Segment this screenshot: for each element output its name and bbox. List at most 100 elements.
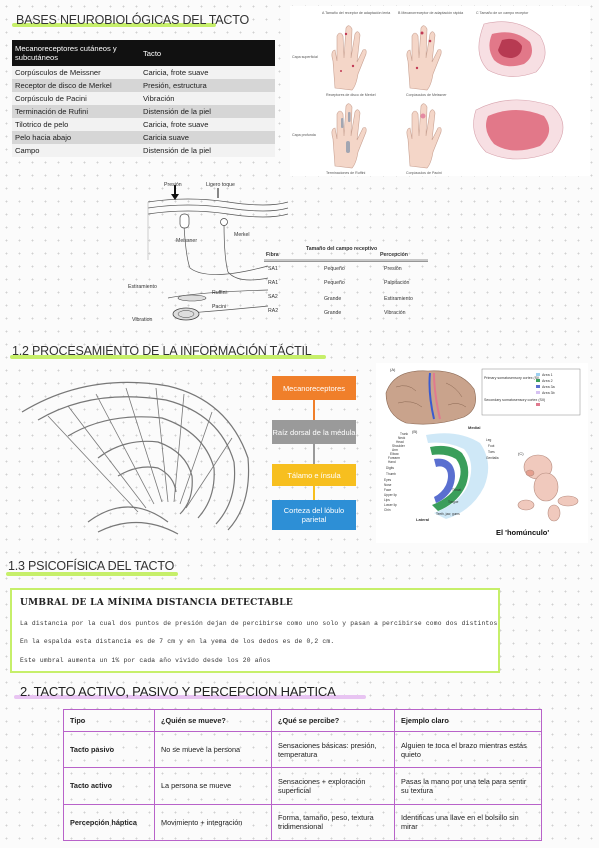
flow-step-talamo: Tálamo e ínsula <box>272 464 356 486</box>
table-cell: Distensión de la piel <box>140 105 275 118</box>
table-cell: Percepción háptica <box>63 803 155 842</box>
table-cell: Caricia suave <box>140 131 275 144</box>
body-part-label: Forearm <box>388 456 400 460</box>
body-part-label: Lower lip <box>384 503 397 507</box>
hands-receptive-fields-figure: A Tamaño del receptor de adaptación lent… <box>290 6 590 176</box>
umbral-line-2: En la espalda esta distancia es de 7 cm … <box>20 638 335 645</box>
table-cell: Tacto pasivo <box>63 730 155 769</box>
body-part-label: Leg <box>486 438 492 442</box>
body-part-label: Shoulder <box>392 444 406 448</box>
receptor-table: Mecanoreceptores cutáneos y subcutáneos … <box>12 40 275 157</box>
receptor-table-header: Mecanoreceptores cutáneos y subcutáneos <box>12 40 140 66</box>
table-cell: La persona se mueve <box>154 767 272 805</box>
table-cell: Identificas una llave en el bolsillo sin… <box>394 803 542 842</box>
table-cell: Corpúsculos de Meissner <box>12 66 140 79</box>
body-part-label: Elbow <box>390 452 399 456</box>
skin-vibration-label: Vibration <box>132 317 152 323</box>
flow-step-mecanoreceptores: Mecanoreceptores <box>272 376 356 400</box>
col-tamano: Tamaño del campo receptivo <box>306 246 377 252</box>
legend-item: Area 1 <box>542 373 553 377</box>
body-part-label: Teeth, jaw, gums <box>436 512 460 516</box>
skin-meissner-label: Meissner <box>176 238 197 244</box>
table-cell: Alguien te toca el brazo mientras estás … <box>394 730 542 769</box>
hands-caption-pacini: Corpúsculos de Pacini <box>406 171 442 175</box>
skin-pacini-label: Pacini <box>212 304 226 310</box>
skin-merkel-label: Merkel <box>234 232 250 238</box>
percepcion-cell: Presión <box>384 266 402 272</box>
body-part-label: Tongue <box>448 500 459 504</box>
table-cell: Vibración <box>140 92 275 105</box>
tamano-cell: Grande <box>324 296 341 302</box>
fibra-cell: SA1 <box>268 266 278 272</box>
body-part-label: Nose <box>384 483 392 487</box>
umbral-line-3: Este umbral aumenta un 1% por cada año v… <box>20 657 271 664</box>
skin-receptor-diagram: Presión Ligero toque Meissner Merkel Est… <box>128 180 448 330</box>
receptor-table-header: Tacto <box>140 40 275 66</box>
percepcion-cell: Palpitación <box>384 280 409 286</box>
tamano-cell: Pequeño <box>324 280 345 286</box>
body-part-label: Thumb <box>386 472 396 476</box>
somatosensory-cortex-figure: (A) (B) (C) Medial Lateral Primary somat… <box>376 363 588 543</box>
tacto-types-table: Tipo ¿Quién se mueve? ¿Qué se percibe? E… <box>63 709 542 842</box>
percepcion-cell: Estiramiento <box>384 296 413 302</box>
flow-connector <box>313 400 315 420</box>
table-header: ¿Quién se mueve? <box>154 709 272 732</box>
table-row: Percepción háptica Movimiento + integrac… <box>63 803 542 842</box>
hands-caption-merkel: Receptores de disco de Merkel <box>326 93 376 97</box>
legend-item: Area 2 <box>542 379 553 383</box>
skin-ruffini-label: Ruffini <box>212 290 227 296</box>
table-cell: Sensaciones básicas: presión, temperatur… <box>271 730 395 769</box>
section-tacto-activo-title: 2. TACTO ACTIVO, PASIVO Y PERCEPCION HAP… <box>20 684 336 699</box>
tamano-cell: Pequeño <box>324 266 345 272</box>
figure-label-b: (B) <box>412 429 418 434</box>
hand-illustration <box>406 25 442 91</box>
body-part-label: Hand <box>388 460 396 464</box>
umbral-title: UMBRAL DE LA MÍNIMA DISTANCIA DETECTABLE <box>20 598 294 608</box>
table-row: Tacto pasivo No se mueve la persona Sens… <box>63 730 542 769</box>
flow-step-raiz-dorsal: Raíz dorsal de la médula <box>272 420 356 444</box>
table-cell: Forma, tamaño, peso, textura tridimensio… <box>271 803 395 842</box>
table-cell: Terminación de Rufini <box>12 105 140 118</box>
body-part-label: Neck <box>398 436 406 440</box>
table-cell: Receptor de disco de Merkel <box>12 79 140 92</box>
tamano-cell: Grande <box>324 310 341 316</box>
figure-label-a: (A) <box>390 367 396 372</box>
body-part-label: Arm <box>392 448 398 452</box>
capa-profunda-label: Capa profunda <box>292 133 316 137</box>
flow-connector <box>313 444 315 464</box>
flow-step-corteza: Corteza del lóbulo parietal <box>272 500 356 530</box>
legend-secondary: Secondary somatosensory cortex (SII) <box>484 398 545 402</box>
section-bases-title: BASES NEUROBIOLÓGICAS DEL TACTO <box>16 13 249 27</box>
legend-item: Area 3b <box>542 391 555 395</box>
body-part-label: Upper lip <box>384 493 397 497</box>
skin-estiramiento-label: Estiramiento <box>128 284 157 290</box>
body-part-label: Chin <box>384 508 391 512</box>
table-cell: Distensión de la piel <box>140 144 275 157</box>
body-part-label: Trunk <box>400 432 408 436</box>
table-header: ¿Qué se percibe? <box>271 709 395 732</box>
fibra-cell: SA2 <box>268 294 278 300</box>
table-cell: Caricia, frote suave <box>140 118 275 131</box>
col-percepcion: Percepción <box>380 252 408 258</box>
body-part-label: Throat <box>452 488 461 492</box>
lateral-label: Lateral <box>416 517 429 522</box>
homunculus-caption: El 'homúnculo' <box>496 528 549 537</box>
body-part-label: Genitalia <box>486 456 499 460</box>
body-part-label: Digits <box>386 466 394 470</box>
hand-illustration <box>406 103 442 169</box>
table-cell: Caricia, frote suave <box>140 66 275 79</box>
table-cell: Movimiento + integración <box>154 803 272 842</box>
table-cell: No se mueve la persona <box>154 730 272 769</box>
section-psicofisica-title: 1.3 PSICOFÍSICA DEL TACTO <box>8 559 175 573</box>
table-cell: Pasas la mano por una tela para sentir s… <box>394 767 542 805</box>
table-cell: Tacto activo <box>63 767 155 805</box>
table-header: Tipo <box>63 709 155 732</box>
body-part-label: Lips <box>384 498 390 502</box>
flow-connector <box>313 486 315 500</box>
hands-panel-b-label: B Mecanorreceptor de adaptación rápida <box>398 11 463 15</box>
legend-primary: Primary somatosensory cortex (SI) <box>484 376 539 380</box>
